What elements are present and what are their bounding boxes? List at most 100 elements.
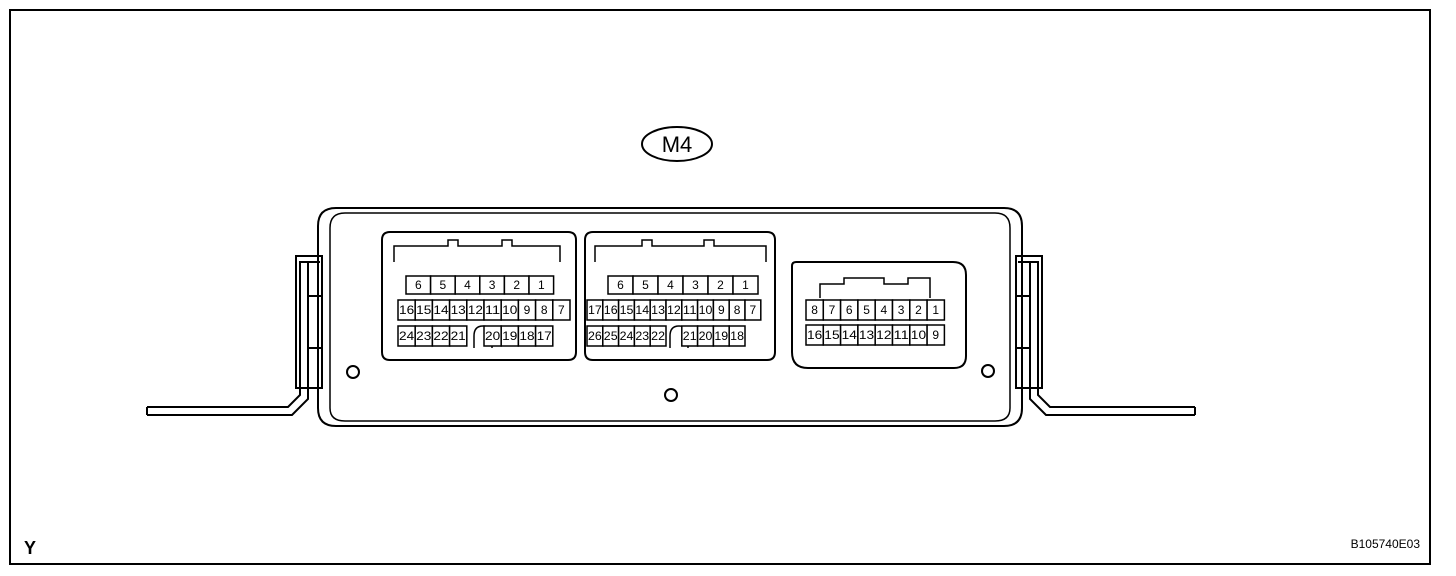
pin-number: 19 — [714, 329, 728, 343]
pin-number: 12 — [667, 303, 681, 317]
pin-number: 1 — [932, 303, 939, 317]
pin-number: 9 — [932, 328, 939, 342]
middle-connector-housing — [584, 231, 776, 361]
pin-number: 19 — [502, 329, 518, 343]
pin-number: 14 — [635, 303, 649, 317]
pin-number: 9 — [718, 303, 725, 317]
middle-connector-key — [594, 239, 767, 262]
pin-number: 2 — [513, 278, 520, 292]
connector-label-oval — [641, 126, 713, 162]
pin-number: 6 — [617, 278, 624, 292]
pin-cell — [732, 275, 759, 295]
pin-cell — [534, 325, 554, 347]
pin-number: 20 — [699, 329, 713, 343]
pin-cell — [926, 324, 946, 346]
pin-number: 9 — [524, 303, 531, 317]
right-bracket — [1018, 261, 1195, 416]
figure-id: B105740E03 — [1351, 537, 1421, 551]
view-code: Y — [24, 538, 36, 558]
pin-number: 15 — [620, 303, 634, 317]
pin-number: 2 — [717, 278, 724, 292]
right-connector-housing — [791, 261, 967, 369]
pin-number: 25 — [604, 329, 618, 343]
left-clip — [295, 255, 323, 389]
pin-number: 18 — [519, 329, 535, 343]
pin-number: 3 — [489, 278, 496, 292]
pin-cell — [528, 275, 555, 295]
pin-number: 12 — [468, 303, 484, 317]
pin-number: 5 — [440, 278, 447, 292]
pin-cell — [744, 299, 762, 321]
mounting-hole-left — [346, 365, 360, 379]
mounting-hole-center — [664, 388, 678, 402]
pin-number: 16 — [807, 328, 823, 342]
pin-number: 18 — [730, 329, 744, 343]
pin-number: 11 — [683, 303, 697, 317]
pin-number: 10 — [699, 303, 713, 317]
pin-number: 24 — [620, 329, 634, 343]
pin-number: 16 — [399, 303, 415, 317]
housing-inner — [329, 212, 1011, 422]
pin-number: 1 — [538, 278, 545, 292]
pin-number: 12 — [876, 328, 892, 342]
pin-number: 11 — [894, 328, 910, 342]
pin-number: 17 — [588, 303, 602, 317]
pin-cell — [448, 325, 468, 347]
pin-number: 14 — [842, 328, 858, 342]
pin-number: 13 — [651, 303, 665, 317]
pin-number: 7 — [829, 303, 836, 317]
pin-number: 10 — [502, 303, 518, 317]
pin-number: 13 — [451, 303, 467, 317]
connector-label: M4 — [662, 132, 693, 157]
pin-cell — [926, 299, 946, 321]
pin-number: 8 — [541, 303, 548, 317]
pin-number: 23 — [416, 329, 432, 343]
right-connector-key — [819, 277, 931, 298]
pin-number: 15 — [824, 328, 840, 342]
pin-number: 22 — [651, 329, 665, 343]
mounting-hole-right — [981, 364, 995, 378]
pin-number: 15 — [416, 303, 432, 317]
pin-number: 20 — [485, 329, 501, 343]
pin-number: 22 — [433, 329, 449, 343]
pin-number: 21 — [683, 329, 697, 343]
pin-number: 14 — [433, 303, 449, 317]
pin-number: 24 — [399, 329, 415, 343]
pin-number: 23 — [635, 329, 649, 343]
pin-number: 6 — [846, 303, 853, 317]
pin-number: 11 — [485, 303, 501, 317]
pin-number: 4 — [667, 278, 674, 292]
pin-number: 5 — [642, 278, 649, 292]
pin-number: 4 — [464, 278, 471, 292]
pin-number: 8 — [734, 303, 741, 317]
pin-number: 3 — [692, 278, 699, 292]
pin-number: 17 — [537, 329, 553, 343]
pin-number: 8 — [811, 303, 818, 317]
pin-number: 3 — [898, 303, 905, 317]
pin-number: 7 — [558, 303, 565, 317]
pin-number: 6 — [415, 278, 422, 292]
pin-cell — [649, 325, 667, 347]
pin-number: 13 — [859, 328, 875, 342]
left-connector-key — [393, 239, 561, 262]
pin-number: 1 — [742, 278, 749, 292]
housing-outer — [317, 207, 1023, 427]
pin-number: 26 — [588, 329, 602, 343]
pin-cell — [552, 299, 571, 321]
pin-number: 21 — [451, 329, 467, 343]
pin-number: 7 — [750, 303, 757, 317]
pin-cell — [728, 325, 746, 347]
pin-number: 16 — [604, 303, 618, 317]
left-connector-housing — [381, 231, 577, 361]
pin-number: 5 — [863, 303, 870, 317]
outer-frame — [9, 9, 1431, 565]
pin-number: 2 — [915, 303, 922, 317]
left-bracket — [147, 261, 320, 416]
pin-number: 4 — [881, 303, 888, 317]
pin-number: 10 — [911, 328, 927, 342]
